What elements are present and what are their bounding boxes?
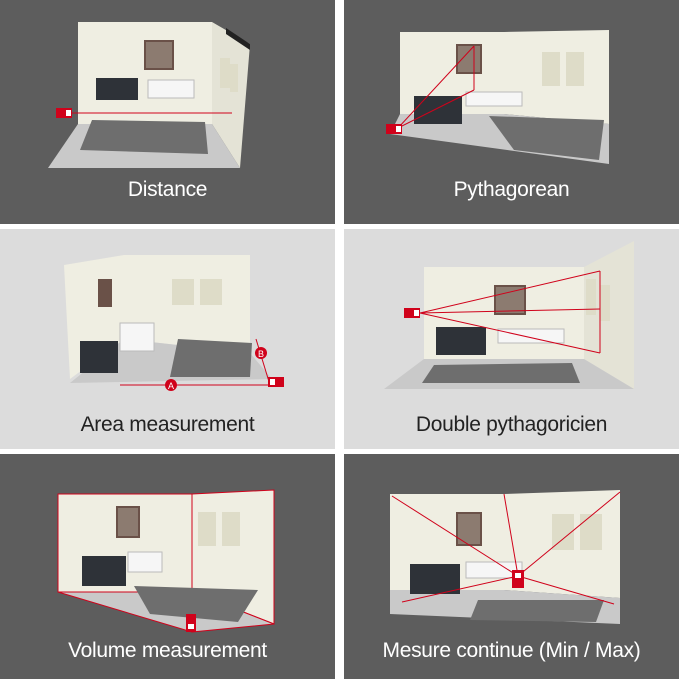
- room-illustration-double-pythagoricien: [384, 241, 634, 389]
- panel-label-distance: Distance: [127, 178, 208, 201]
- panel-distance: Distance: [0, 0, 335, 224]
- panel-label-volume: Volume measurement: [68, 639, 267, 662]
- marker-a-label: A: [168, 381, 174, 391]
- room-illustration-pythagorean: [386, 30, 609, 164]
- panel-volume-measurement: Volume measurement: [0, 454, 335, 679]
- panel-area-measurement: A B Area measurement: [0, 229, 335, 449]
- panel-label-area: Area measurement: [80, 413, 255, 436]
- panel-label-double-pythagoricien: Double pythagoricien: [415, 413, 608, 436]
- room-illustration-mesure-continue: [390, 490, 621, 624]
- room-illustration-volume: [57, 489, 275, 633]
- room-illustration-distance: [48, 22, 250, 168]
- panel-label-mesure-continue: Mesure continue (Min / Max): [382, 639, 641, 662]
- laser-device-icon: [512, 570, 524, 588]
- panel-mesure-continue: Mesure continue (Min / Max): [344, 454, 679, 679]
- panel-pythagorean: Pythagorean: [344, 0, 679, 224]
- room-illustration-area: A B: [64, 255, 284, 391]
- marker-b-icon: [255, 347, 267, 359]
- laser-device-icon: [386, 124, 402, 134]
- laser-device-icon: [186, 614, 196, 632]
- marker-a-icon: [165, 379, 177, 391]
- laser-device-icon: [56, 108, 72, 118]
- marker-b-label: B: [258, 349, 264, 359]
- panel-double-pythagoricien: Double pythagoricien: [344, 229, 679, 449]
- panel-label-pythagorean: Pythagorean: [453, 178, 570, 201]
- laser-device-icon: [268, 377, 284, 387]
- laser-device-icon: [404, 308, 420, 318]
